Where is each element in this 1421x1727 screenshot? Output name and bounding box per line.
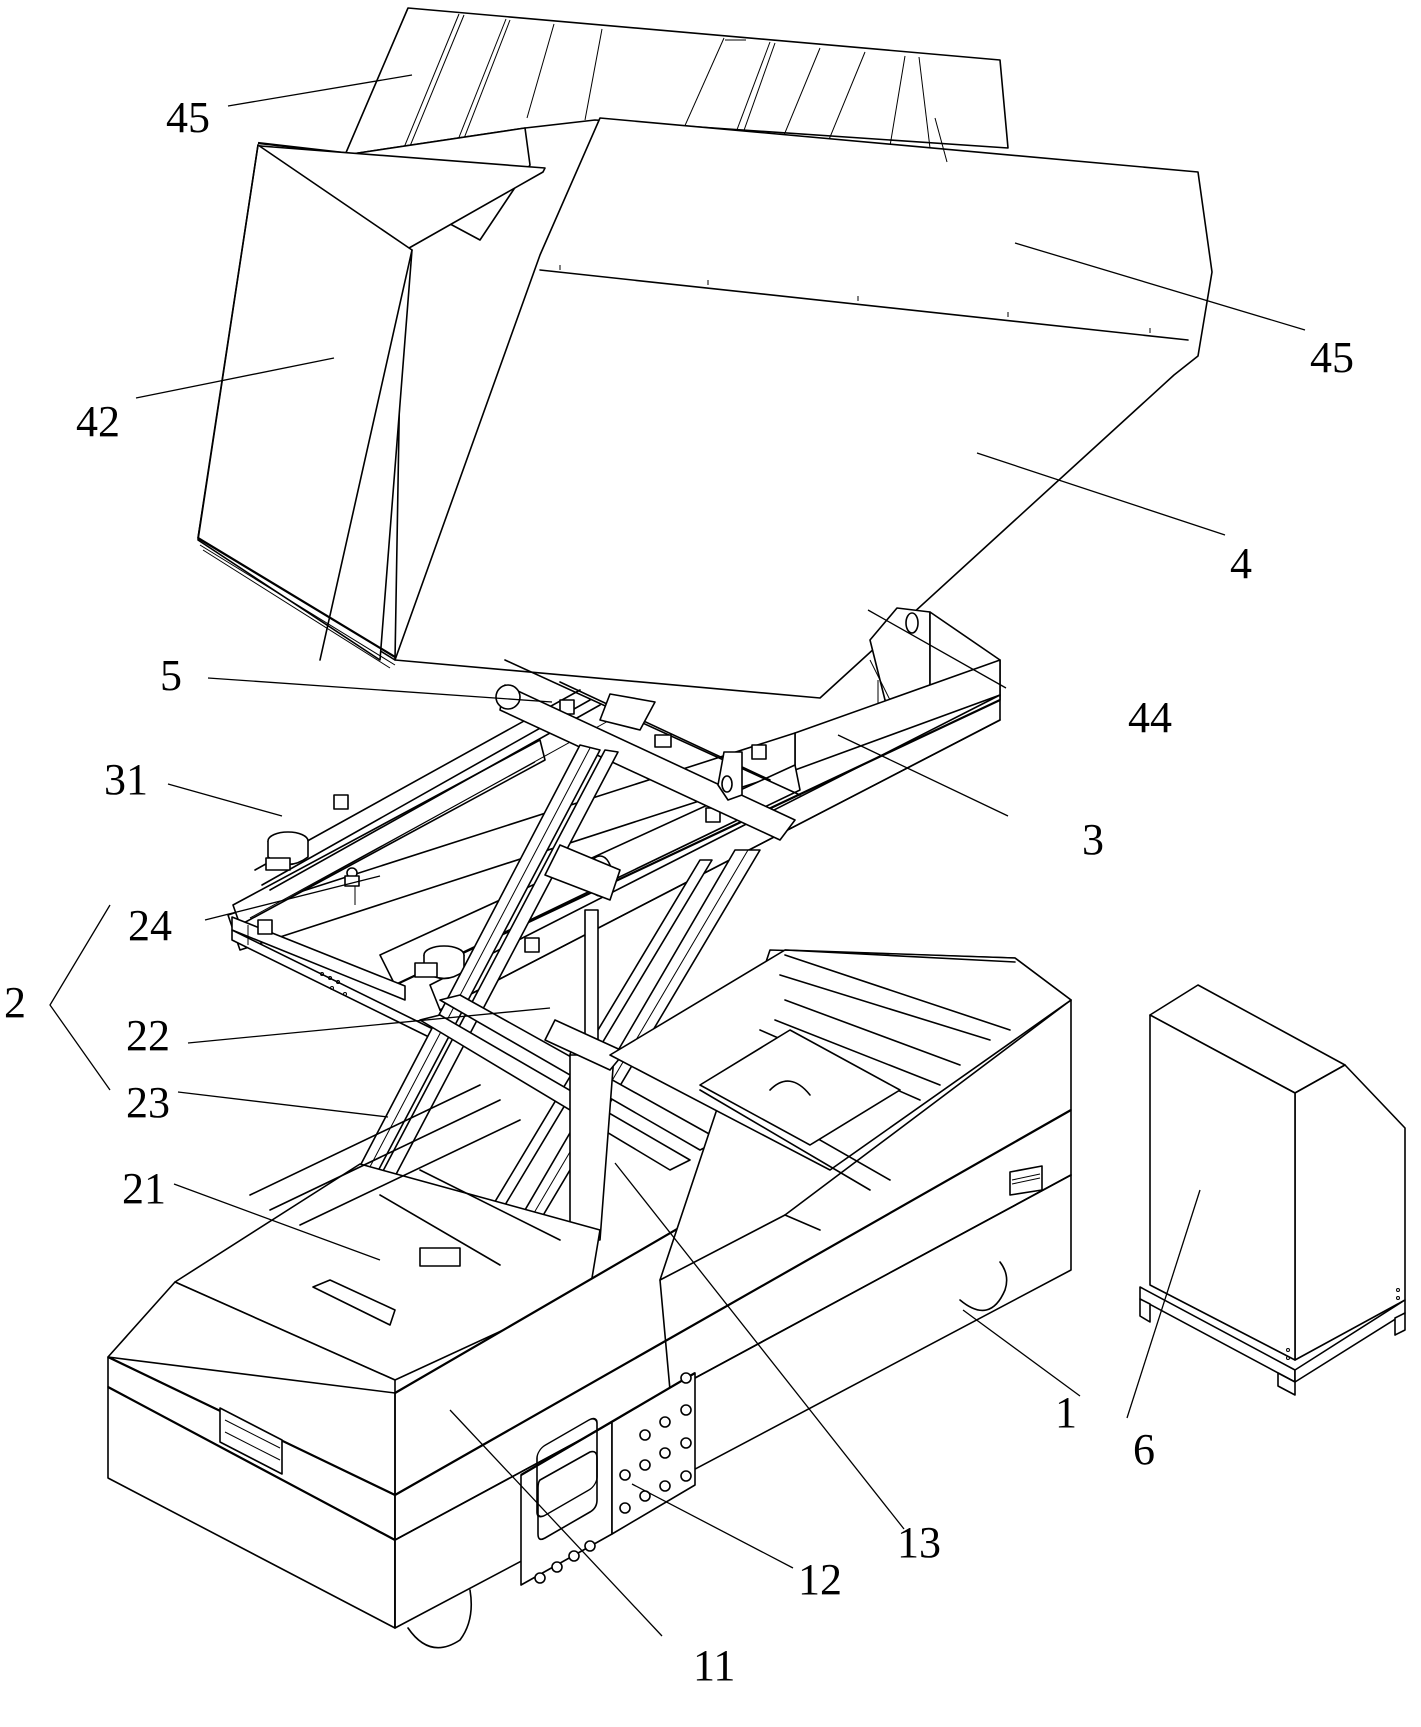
reference-labels: 45 45 42 4 44 5 3 31 24 2 22 23 21 1 6 1… [4,93,1354,1690]
leader-44 [867,609,1007,689]
leader-22 [187,1007,551,1044]
scissor-lift [289,744,761,1331]
leader-4 [976,452,1226,536]
label-11: 11 [693,1641,735,1690]
leader-11 [449,1409,663,1637]
label-12: 12 [798,1555,842,1604]
label-44: 44 [1128,693,1172,742]
leader-42 [135,357,335,399]
leader-23 [177,1091,389,1118]
bracket-2 [49,904,111,1091]
label-45-right: 45 [1310,333,1354,382]
leader-1 [962,1309,1081,1397]
leader-12 [631,1483,794,1569]
leader-13 [614,1162,905,1530]
label-24: 24 [128,901,172,950]
label-4: 4 [1230,539,1252,588]
actuator [414,945,465,980]
label-22: 22 [126,1011,170,1060]
leader-24 [204,875,381,921]
label-21: 21 [122,1164,166,1213]
actuator [265,831,309,871]
label-5: 5 [160,651,182,700]
label-13: 13 [897,1518,941,1567]
label-42: 42 [76,397,120,446]
hopper [197,7,1213,699]
label-31: 31 [104,755,148,804]
control-panel [520,1372,696,1586]
leader-31 [167,783,283,817]
leader-3 [837,734,1009,817]
leader-lines [49,74,1306,1637]
vehicle-body [107,949,1072,1649]
control-cabinet [1139,984,1406,1396]
label-3: 3 [1082,815,1104,864]
label-23: 23 [126,1078,170,1127]
label-45-top: 45 [166,93,210,142]
label-2: 2 [4,978,26,1027]
label-6: 6 [1133,1425,1155,1474]
leader-6 [1126,1189,1201,1419]
tilt-cylinder [495,659,801,841]
leader-45-top [227,74,413,107]
leader-45-right [1014,242,1306,331]
leader-21 [173,1183,381,1261]
leader-5 [207,677,553,703]
label-1: 1 [1055,1388,1077,1437]
